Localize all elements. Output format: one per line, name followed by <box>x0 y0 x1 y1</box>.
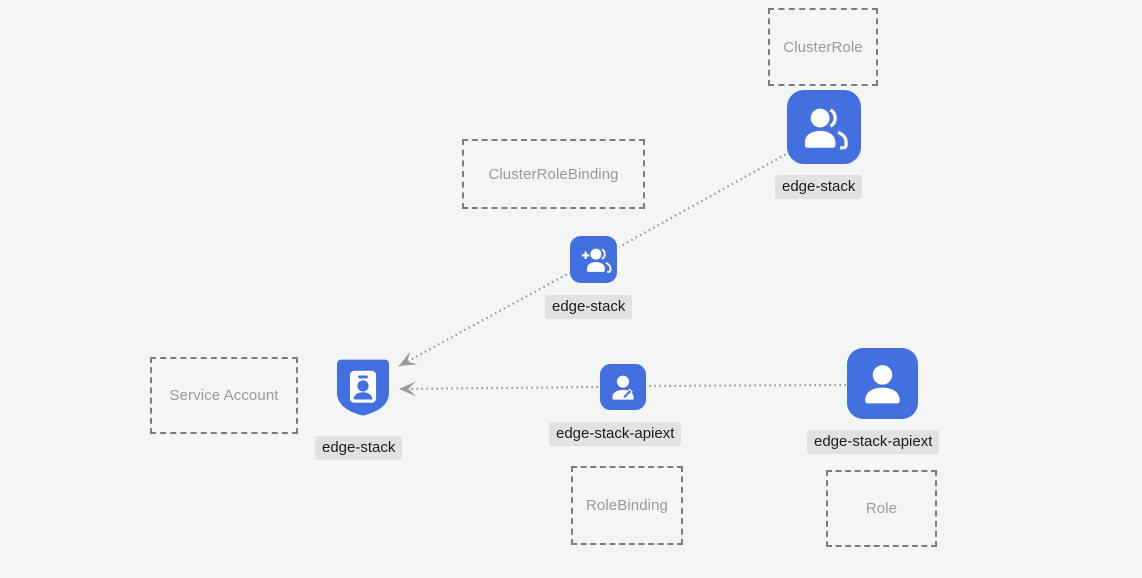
node-label: edge-stack <box>315 436 403 461</box>
kind-box-label: Service Account <box>169 387 279 404</box>
kind-box-label: ClusterRoleBinding <box>488 165 619 183</box>
kind-box-label: RoleBinding <box>586 497 668 514</box>
edge-arrowhead <box>399 351 418 366</box>
edge-arrowhead <box>399 381 417 397</box>
node-label: edge-stack <box>775 175 863 200</box>
group-add-icon[interactable] <box>570 236 617 283</box>
node-label: edge-stack-apiext <box>807 430 940 455</box>
edge-line <box>398 271 572 367</box>
node-label: edge-stack-apiext <box>549 422 682 447</box>
person-edit-icon[interactable] <box>600 364 646 410</box>
person-icon[interactable] <box>847 348 918 419</box>
kind-box-role: Role <box>826 470 937 547</box>
kind-box-label: ClusterRole <box>783 38 863 56</box>
edge-line <box>398 385 599 391</box>
kind-box-clusterrolebinding: ClusterRoleBinding <box>462 139 645 209</box>
id-badge-icon[interactable] <box>331 355 395 419</box>
kind-box-rolebinding: RoleBinding <box>571 466 683 545</box>
kind-box-serviceaccount: Service Account <box>150 357 298 434</box>
node-label: edge-stack <box>545 295 633 320</box>
group-icon[interactable] <box>787 90 861 164</box>
kind-box-label: Role <box>865 500 898 517</box>
edge-line <box>647 383 847 388</box>
kind-box-clusterrole: ClusterRole <box>768 8 878 86</box>
